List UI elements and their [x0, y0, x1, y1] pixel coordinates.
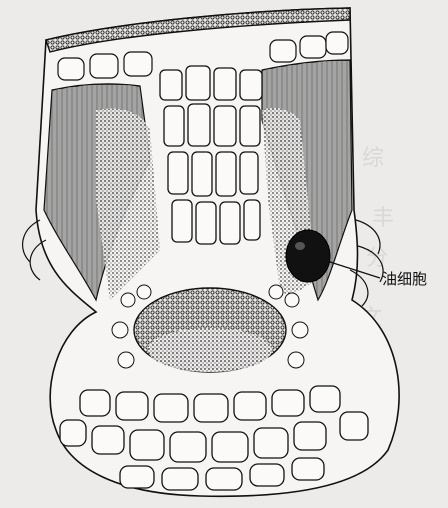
oil-cell-label: 油细胞 [382, 268, 427, 289]
oil-cell [286, 230, 330, 282]
oil-cell-highlight [295, 242, 305, 250]
vascular-core-shade [148, 328, 272, 372]
